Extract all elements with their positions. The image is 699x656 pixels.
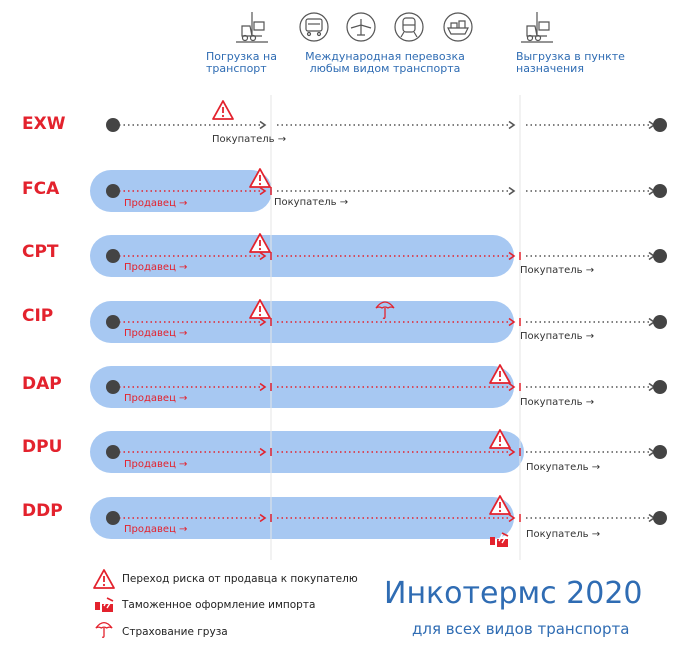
buyer-label-cpt: Покупатель → — [520, 265, 595, 276]
destination-dot-cpt — [653, 249, 667, 263]
flow-arrow-cpt-0 — [259, 251, 267, 261]
seller-band-dap — [90, 366, 514, 408]
flow-arrow-dpu-0 — [259, 447, 267, 457]
destination-dot-cip — [653, 315, 667, 329]
origin-dot-ddp — [106, 511, 120, 525]
buyer-label-dpu: Покупатель → — [526, 462, 601, 473]
stage-label-unloading: Выгрузка в пункте назначения — [516, 50, 625, 75]
flow-arrow-cpt-1 — [508, 251, 516, 261]
seller-responsibility-bands — [90, 170, 524, 539]
risk-transfer-icon-fca — [249, 168, 271, 188]
legend-text-insurance: Страхование груза — [122, 626, 228, 638]
seller-band-cpt — [90, 235, 514, 277]
legend-icons — [93, 569, 115, 638]
destination-dot-dap — [653, 380, 667, 394]
ship-icon — [443, 12, 473, 42]
term-code-exw: EXW — [22, 114, 66, 134]
origin-dot-cpt — [106, 249, 120, 263]
seller-label-fca: Продавец → — [124, 198, 188, 209]
row-markers — [106, 100, 667, 547]
risk-transfer-icon-dpu — [489, 429, 511, 449]
risk-transfer-icon-cpt — [249, 233, 271, 253]
header-icons — [236, 12, 553, 43]
flow-arrow-dap-0 — [259, 382, 267, 392]
flow-arrow-exw-1 — [508, 120, 516, 130]
seller-label-cpt: Продавец → — [124, 262, 188, 273]
customs-icon — [95, 597, 114, 612]
seller-label-cip: Продавец → — [124, 328, 188, 339]
seller-band-cip — [90, 301, 514, 343]
buyer-label-ddp: Покупатель → — [526, 529, 601, 540]
risk-transfer-icon-exw — [212, 100, 234, 120]
legend-text-customs: Таможенное оформление импорта — [122, 599, 316, 611]
forklift-loading-icon — [236, 12, 268, 43]
risk-transfer-icon-dap — [489, 364, 511, 384]
train-icon — [394, 12, 424, 42]
term-code-dap: DAP — [22, 374, 62, 394]
flow-arrow-exw-0 — [259, 120, 267, 130]
airplane-icon — [346, 12, 376, 42]
origin-dot-exw — [106, 118, 120, 132]
seller-band-fca — [90, 170, 272, 212]
seller-label-ddp: Продавец → — [124, 524, 188, 535]
stage-label-transport: Международная перевозка любым видом тран… — [305, 50, 465, 75]
term-code-cip: CIP — [22, 306, 54, 326]
flow-arrow-fca-1 — [508, 186, 516, 196]
flow-arrow-dap-1 — [508, 382, 516, 392]
origin-dot-dpu — [106, 445, 120, 459]
term-code-cpt: CPT — [22, 242, 59, 262]
flow-arrow-dpu-1 — [508, 447, 516, 457]
stage-label-loading: Погрузка на транспорт — [206, 50, 277, 75]
legend-text-risk: Переход риска от продавца к покупателю — [122, 573, 358, 585]
flow-arrow-cip-1 — [508, 317, 516, 327]
seller-band-ddp — [90, 497, 514, 539]
flow-lines — [119, 120, 656, 523]
term-code-ddp: DDP — [22, 501, 63, 521]
truck-icon — [299, 12, 329, 42]
umbrella-icon — [95, 621, 113, 638]
buyer-label-dap: Покупатель → — [520, 397, 595, 408]
forklift-unloading-icon — [521, 12, 553, 43]
destination-dot-fca — [653, 184, 667, 198]
flow-arrow-ddp-1 — [508, 513, 516, 523]
seller-label-dpu: Продавец → — [124, 459, 188, 470]
term-code-fca: FCA — [22, 179, 60, 199]
term-code-dpu: DPU — [22, 437, 63, 457]
seller-label-dap: Продавец → — [124, 393, 188, 404]
flow-arrow-fca-0 — [259, 186, 267, 196]
buyer-label-fca: Покупатель → — [274, 197, 349, 208]
destination-dot-dpu — [653, 445, 667, 459]
buyer-label-exw: Покупатель → — [212, 134, 287, 145]
destination-dot-ddp — [653, 511, 667, 525]
warning-triangle-icon — [93, 569, 115, 589]
page-subtitle: для всех видов транспорта — [412, 620, 630, 638]
buyer-label-cip: Покупатель → — [520, 331, 595, 342]
insurance-umbrella-icon-cip — [375, 301, 395, 319]
origin-dot-fca — [106, 184, 120, 198]
seller-band-dpu — [90, 431, 524, 473]
origin-dot-dap — [106, 380, 120, 394]
flow-arrow-ddp-0 — [259, 513, 267, 523]
page-title: Инкотермс 2020 — [384, 576, 643, 611]
flow-arrow-cip-0 — [259, 317, 267, 327]
risk-transfer-icon-ddp — [489, 495, 511, 515]
stage-guide-lines — [270, 95, 521, 560]
destination-dot-exw — [653, 118, 667, 132]
customs-icon-ddp — [490, 532, 509, 547]
risk-transfer-icon-cip — [249, 299, 271, 319]
origin-dot-cip — [106, 315, 120, 329]
